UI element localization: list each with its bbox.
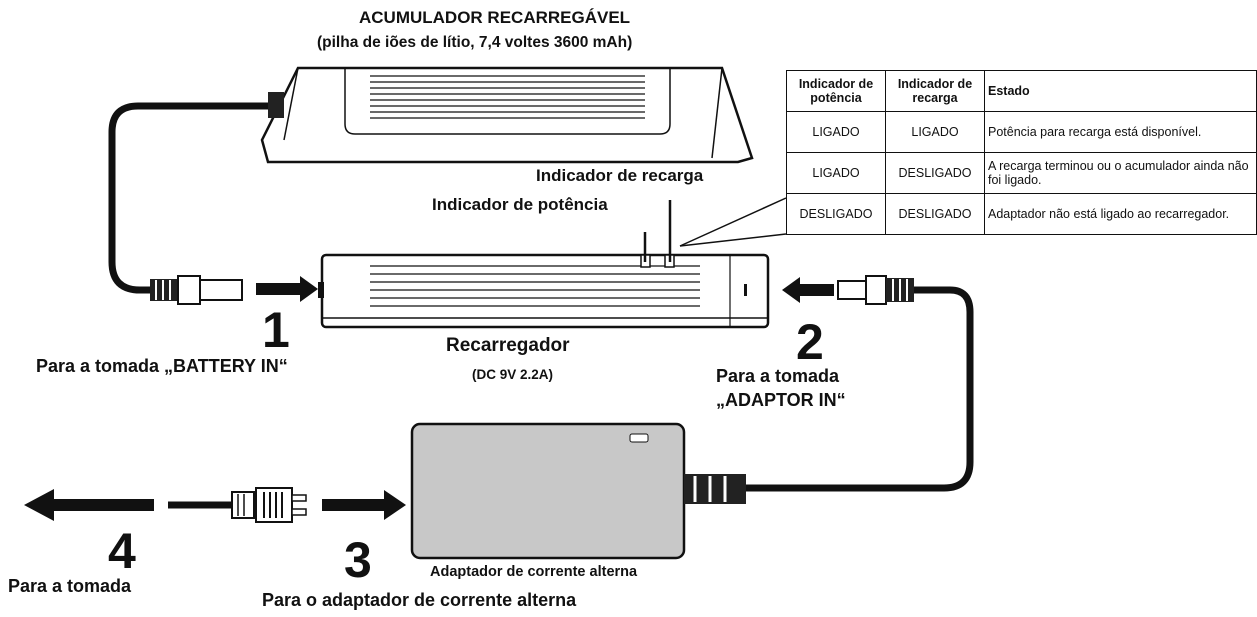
step-4-label: Para a tomada	[8, 576, 132, 596]
power-indicator-label: Indicador de potência	[432, 195, 608, 214]
arrow-1	[256, 276, 318, 302]
table-cell: Adaptador não está ligado ao recarregado…	[984, 193, 1257, 235]
battery-pack	[260, 66, 754, 164]
step-2-number: 2	[796, 314, 824, 370]
step-2-label-line2: „ADAPTOR IN“	[716, 390, 846, 410]
adapter-cable	[742, 286, 974, 492]
table-header-charge: Indicador de recarga	[885, 70, 985, 112]
ac-adapter	[410, 422, 746, 560]
battery-subtitle: (pilha de iões de lítio, 7,4 voltes 3600…	[317, 34, 633, 51]
charge-indicator-label: Indicador de recarga	[536, 166, 704, 185]
battery-cable	[108, 102, 268, 294]
table-row: LIGADO DESLIGADO A recarga terminou ou o…	[786, 152, 1257, 194]
table-row: LIGADO LIGADO Potência para recarga está…	[786, 111, 1257, 153]
mains-plug	[231, 487, 307, 523]
charger-spec: (DC 9V 2.2A)	[472, 367, 554, 382]
adaptor-plug	[837, 275, 914, 305]
arrow-3	[322, 490, 406, 520]
step-1-label: Para a tomada „BATTERY IN“	[36, 356, 288, 376]
table-cell: LIGADO	[885, 111, 985, 153]
table-header-row: Indicador de potência Indicador de recar…	[786, 70, 1257, 112]
adapter-name: Adaptador de corrente alterna	[430, 564, 638, 580]
table-header-power: Indicador de potência	[786, 70, 886, 112]
charger-unit	[318, 253, 770, 329]
table-cell: LIGADO	[786, 152, 886, 194]
table-row: DESLIGADO DESLIGADO Adaptador não está l…	[786, 193, 1257, 235]
status-table: Indicador de potência Indicador de recar…	[786, 70, 1257, 235]
table-cell: DESLIGADO	[885, 152, 985, 194]
table-cell: A recarga terminou ou o acumulador ainda…	[984, 152, 1257, 194]
step-2-label-line1: Para a tomada	[716, 366, 840, 386]
table-cell: DESLIGADO	[786, 193, 886, 235]
step-1-number: 1	[262, 302, 290, 358]
table-cell: LIGADO	[786, 111, 886, 153]
step-3-number: 3	[344, 532, 372, 588]
step-3-label: Para o adaptador de corrente alterna	[262, 590, 577, 610]
table-cell: Potência para recarga está disponível.	[984, 111, 1257, 153]
step-4-number: 4	[108, 523, 136, 579]
table-header-state: Estado	[984, 70, 1257, 112]
battery-title: ACUMULADOR RECARREGÁVEL	[359, 8, 631, 27]
indicator-leaders	[643, 197, 787, 262]
table-cell: DESLIGADO	[885, 193, 985, 235]
arrow-4	[24, 489, 154, 521]
charger-name: Recarregador	[446, 335, 570, 356]
arrow-2	[782, 277, 834, 303]
battery-plug	[150, 275, 243, 305]
